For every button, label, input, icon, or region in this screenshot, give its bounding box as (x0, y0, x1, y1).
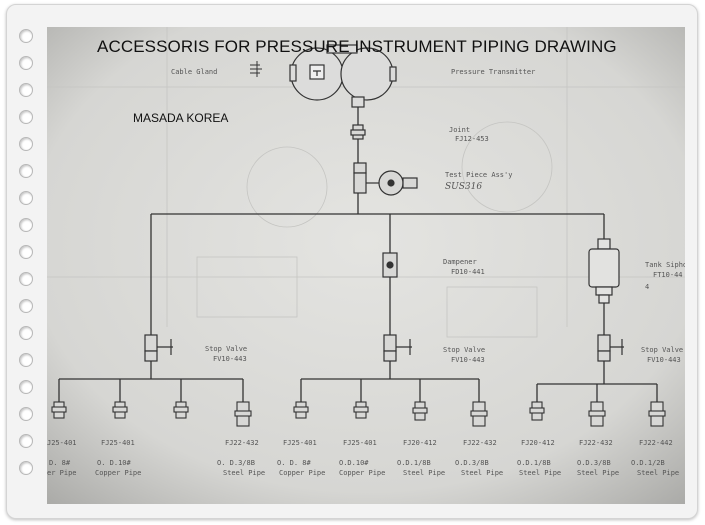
fitting-code: FJ22-432 (463, 439, 497, 447)
stop-valve-code: FV10-443 (451, 356, 485, 364)
fitting-code: FJ22-442 (639, 439, 673, 447)
binder-ring (19, 218, 33, 232)
stop-valve-name: Stop Valve (641, 346, 684, 354)
fitting-code: FJ20-412 (521, 439, 555, 447)
fitting-code: FJ25-401 (101, 439, 135, 447)
page-title: ACCESSORIS FOR PRESSURE INSTRUMENT PIPIN… (97, 37, 617, 56)
binder-ring (19, 56, 33, 70)
photo-frame: ACCESSORIS FOR PRESSURE INSTRUMENT PIPIN… (6, 4, 698, 519)
fitting-pipe: Steel Pipe (461, 469, 504, 477)
binder-ring (19, 461, 33, 475)
drawing-photo: ACCESSORIS FOR PRESSURE INSTRUMENT PIPIN… (47, 27, 685, 504)
binder-ring (19, 110, 33, 124)
fitting-pipe: Copper Pipe (95, 469, 142, 477)
fitting-size: O.D.1/8B (517, 459, 551, 467)
binder-ring (19, 299, 33, 313)
dampener-code: FD10-441 (451, 268, 485, 276)
fitting-size: O.D.1/2B (631, 459, 665, 467)
test-piece-note: SUS316 (445, 182, 483, 192)
fitting-pipe: Steel Pipe (519, 469, 562, 477)
transmitter-label: Pressure Transmitter (451, 68, 536, 76)
maker-label: MASADA KOREA (133, 111, 229, 125)
binder-ring (19, 380, 33, 394)
test-piece-name: Test Piece Ass'y (445, 171, 513, 179)
fitting-pipe: Steel Pipe (637, 469, 680, 477)
cable-gland-drawing (250, 61, 262, 77)
fitting-code: FJ25-401 (343, 439, 377, 447)
binder-ring (19, 434, 33, 448)
binder-ring (19, 272, 33, 286)
binder-ring (19, 83, 33, 97)
fitting-pipe: er Pipe (47, 469, 77, 477)
dampener-drawing (382, 252, 398, 278)
branch-lines (58, 361, 658, 402)
binder-ring (19, 29, 33, 43)
fitting-size: O.D.10# (339, 459, 369, 467)
fitting-code: FJ22-432 (225, 439, 259, 447)
joint-code: FJ12-453 (455, 135, 489, 143)
fitting-size: O.D.3/8B (455, 459, 489, 467)
fitting-pipe: Copper Pipe (339, 469, 386, 477)
binder-ring (19, 164, 33, 178)
fitting-pipe: Copper Pipe (279, 469, 326, 477)
piping-drawing (47, 27, 685, 504)
fitting-drawings (51, 401, 666, 427)
fitting-size: O.D.1/8B (397, 459, 431, 467)
joint-name: Joint (449, 126, 471, 134)
fitting-size: O. D. 8# (277, 459, 311, 467)
tank-code: FT10-44 (653, 271, 683, 279)
cable-gland-label: Cable Gland (171, 68, 218, 76)
fitting-pipe: Steel Pipe (223, 469, 266, 477)
fitting-size: O. D.10# (97, 459, 131, 467)
binder-ring (19, 326, 33, 340)
binder-ring (19, 407, 33, 421)
pressure-transmitter-drawing (289, 44, 397, 108)
stop-valve-code: FV10-443 (213, 355, 247, 363)
stop-valve-name: Stop Valve (443, 346, 486, 354)
binder-ring (19, 245, 33, 259)
stop-valve-name: Stop Valve (205, 345, 248, 353)
fitting-size: O. D.3/8B (217, 459, 255, 467)
fitting-pipe: Steel Pipe (403, 469, 446, 477)
fitting-code: J25-401 (47, 439, 77, 447)
stop-valve-code: FV10-443 (647, 356, 681, 364)
tank-name: Tank Siphon (645, 261, 685, 269)
fitting-code: FJ22-432 (579, 439, 613, 447)
test-piece-drawing (353, 162, 418, 196)
header-line (150, 213, 605, 335)
binder-ring (19, 191, 33, 205)
fitting-size: D. 8# (49, 459, 71, 467)
binder-ring (19, 137, 33, 151)
fitting-size: O.D.3/8B (577, 459, 611, 467)
fitting-code: FJ20-412 (403, 439, 437, 447)
joint-drawing (350, 124, 366, 140)
tank-mark: 4 (645, 283, 650, 291)
binder-ring (19, 353, 33, 367)
binder-rings (19, 29, 33, 489)
tank-siphon-drawing (588, 238, 620, 304)
fitting-code: FJ25-401 (283, 439, 317, 447)
fitting-pipe: Steel Pipe (577, 469, 620, 477)
dampener-name: Dampener (443, 258, 477, 266)
